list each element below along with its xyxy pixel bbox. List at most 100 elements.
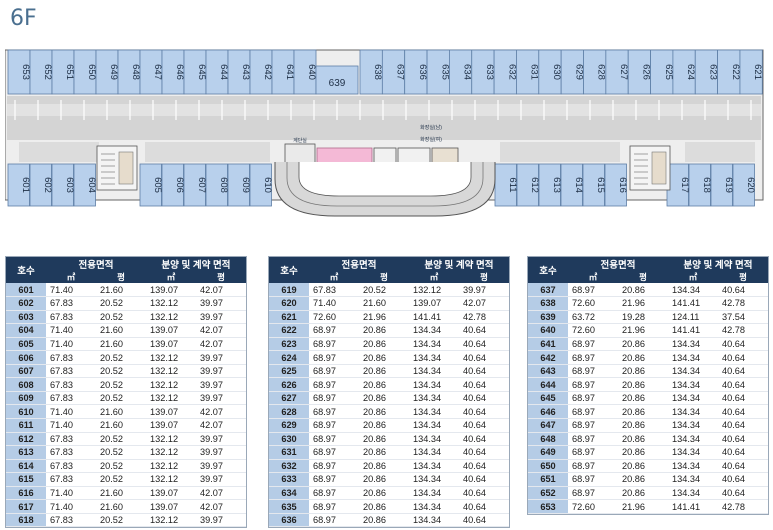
unit-number-cell: 613	[6, 445, 46, 460]
unit-number-cell: 618	[6, 513, 46, 528]
unit-number-cell: 614	[6, 459, 46, 474]
area-value-cell: 67.83	[46, 445, 96, 460]
unit-label: 623	[707, 64, 718, 80]
unit-number-cell: 612	[6, 432, 46, 447]
col-exclusive-header: 전용면적	[568, 257, 668, 271]
area-value-cell: 134.34	[409, 377, 459, 392]
area-value-cell: 40.64	[718, 418, 768, 433]
unit-label: 641	[284, 64, 295, 80]
area-value-cell: 20.86	[359, 418, 409, 433]
area-value-cell: 20.86	[618, 432, 668, 447]
unit-number-cell: 626	[269, 377, 309, 392]
area-value-cell: 68.97	[309, 377, 359, 392]
unit-label: 607	[196, 177, 207, 193]
area-value-cell: 134.34	[409, 418, 459, 433]
area-value-cell: 39.97	[196, 364, 246, 379]
area-value-cell: 134.34	[409, 499, 459, 514]
area-value-cell: 67.83	[46, 472, 96, 487]
area-value-cell: 20.52	[96, 391, 146, 406]
area-value-cell: 20.86	[359, 486, 409, 501]
area-value-cell: 68.97	[568, 283, 618, 298]
area-value-cell: 20.86	[618, 350, 668, 365]
unit-605	[139, 163, 162, 207]
unit-613	[538, 163, 561, 207]
area-value-cell: 134.34	[668, 350, 718, 365]
unit-number-cell: 639	[528, 310, 568, 325]
area-value-cell: 20.52	[96, 445, 146, 460]
area-value-cell: 139.07	[146, 486, 196, 501]
area-value-cell: 134.34	[409, 391, 459, 406]
unit-number-cell: 645	[528, 391, 568, 406]
area-value-cell: 20.86	[359, 445, 409, 460]
unit-label: 630	[551, 64, 562, 80]
area-value-cell: 134.34	[409, 364, 459, 379]
col-contract-header: 분양 및 계약 면적	[668, 257, 768, 271]
area-value-cell: 68.97	[568, 432, 618, 447]
col-sqm-header: ㎡	[146, 271, 196, 283]
unit-number-cell: 643	[528, 364, 568, 379]
unit-number-cell: 605	[6, 337, 46, 352]
area-value-cell: 134.34	[409, 404, 459, 419]
area-value-cell: 21.96	[618, 323, 668, 338]
area-value-cell: 39.97	[196, 432, 246, 447]
area-value-cell: 141.41	[409, 310, 459, 325]
area-value-cell: 72.60	[568, 296, 618, 311]
area-value-cell: 20.52	[96, 377, 146, 392]
elevator-shaft	[118, 151, 134, 185]
area-value-cell: 20.86	[359, 499, 409, 514]
area-value-cell: 21.60	[359, 296, 409, 311]
unit-number-cell: 625	[269, 364, 309, 379]
area-value-cell: 21.60	[96, 499, 146, 514]
area-value-cell: 134.34	[668, 418, 718, 433]
area-value-cell: 134.34	[409, 459, 459, 474]
floor-label: 6F	[10, 6, 37, 31]
unit-number-cell: 651	[528, 472, 568, 487]
area-value-cell: 132.12	[146, 445, 196, 460]
col-unit-header: 호수	[528, 257, 568, 283]
area-value-cell: 68.97	[568, 404, 618, 419]
col-sqm-header: ㎡	[668, 271, 718, 283]
area-value-cell: 132.12	[146, 310, 196, 325]
area-value-cell: 39.97	[196, 459, 246, 474]
elevator-shaft	[651, 151, 667, 185]
area-value-cell: 68.97	[309, 337, 359, 352]
area-value-cell: 42.07	[196, 486, 246, 501]
unit-label: 611	[507, 177, 518, 192]
unit-number-cell: 633	[269, 472, 309, 487]
area-value-cell: 40.64	[718, 337, 768, 352]
unit-label: 650	[86, 64, 97, 80]
unit-618	[688, 163, 711, 207]
inner-strip	[685, 142, 755, 162]
area-value-cell: 132.12	[146, 391, 196, 406]
area-value-cell: 132.12	[146, 350, 196, 365]
unit-number-cell: 608	[6, 377, 46, 392]
unit-label: 637	[395, 64, 406, 80]
area-value-cell: 132.12	[146, 513, 196, 528]
unit-label: 621	[752, 64, 763, 80]
area-value-cell: 37.54	[718, 310, 768, 325]
area-value-cell: 40.64	[459, 377, 509, 392]
area-value-cell: 132.12	[409, 283, 459, 298]
area-value-cell: 21.60	[96, 283, 146, 298]
unit-number-cell: 623	[269, 337, 309, 352]
unit-number-cell: 648	[528, 432, 568, 447]
area-value-cell: 20.86	[359, 350, 409, 365]
